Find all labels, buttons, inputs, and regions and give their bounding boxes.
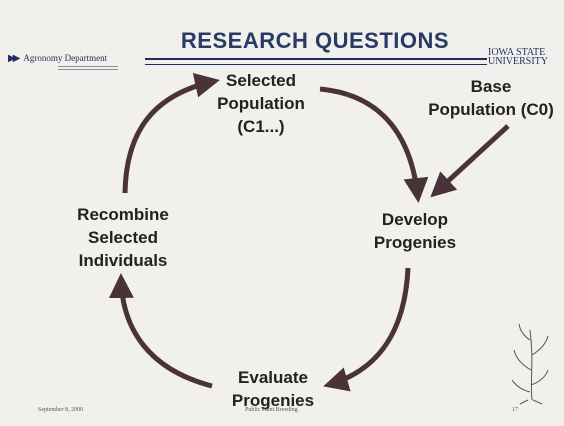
plant-sketch-icon (511, 323, 549, 405)
arrow-evaluate-to-recombine (108, 273, 213, 389)
node-evaluate-progenies: Evaluate Progenies (231, 368, 315, 410)
department-header: ▶▶Agronomy Department (8, 53, 107, 64)
arrow-selected-to-develop (319, 86, 429, 203)
node-selected-population: Selected Population (C1...) (217, 71, 305, 136)
arrow-develop-to-evaluate (323, 267, 411, 392)
double-chevron-right-icon: ▶▶ (8, 53, 21, 64)
footer-date: September 8, 2000 (38, 407, 84, 413)
department-underline (58, 66, 118, 70)
node-develop-progenies: Develop Progenies (373, 210, 457, 252)
footer-course: Public Plant Breeding (245, 407, 298, 413)
arrow-recombine-to-selected (122, 73, 220, 194)
footer-page-number: 17 (512, 407, 518, 413)
department-label: Agronomy Department (23, 53, 108, 63)
university-logo: Iowa State University (488, 47, 548, 67)
arrow-base-to-develop (430, 124, 510, 198)
node-base-population: Base Population (C0) (428, 77, 554, 119)
slide-title: RESEARCH QUESTIONS (180, 28, 450, 53)
header-rule-top (145, 58, 487, 60)
header-rule-bottom (145, 64, 487, 65)
node-recombine-individuals: Recombine Selected Individuals (77, 205, 169, 270)
